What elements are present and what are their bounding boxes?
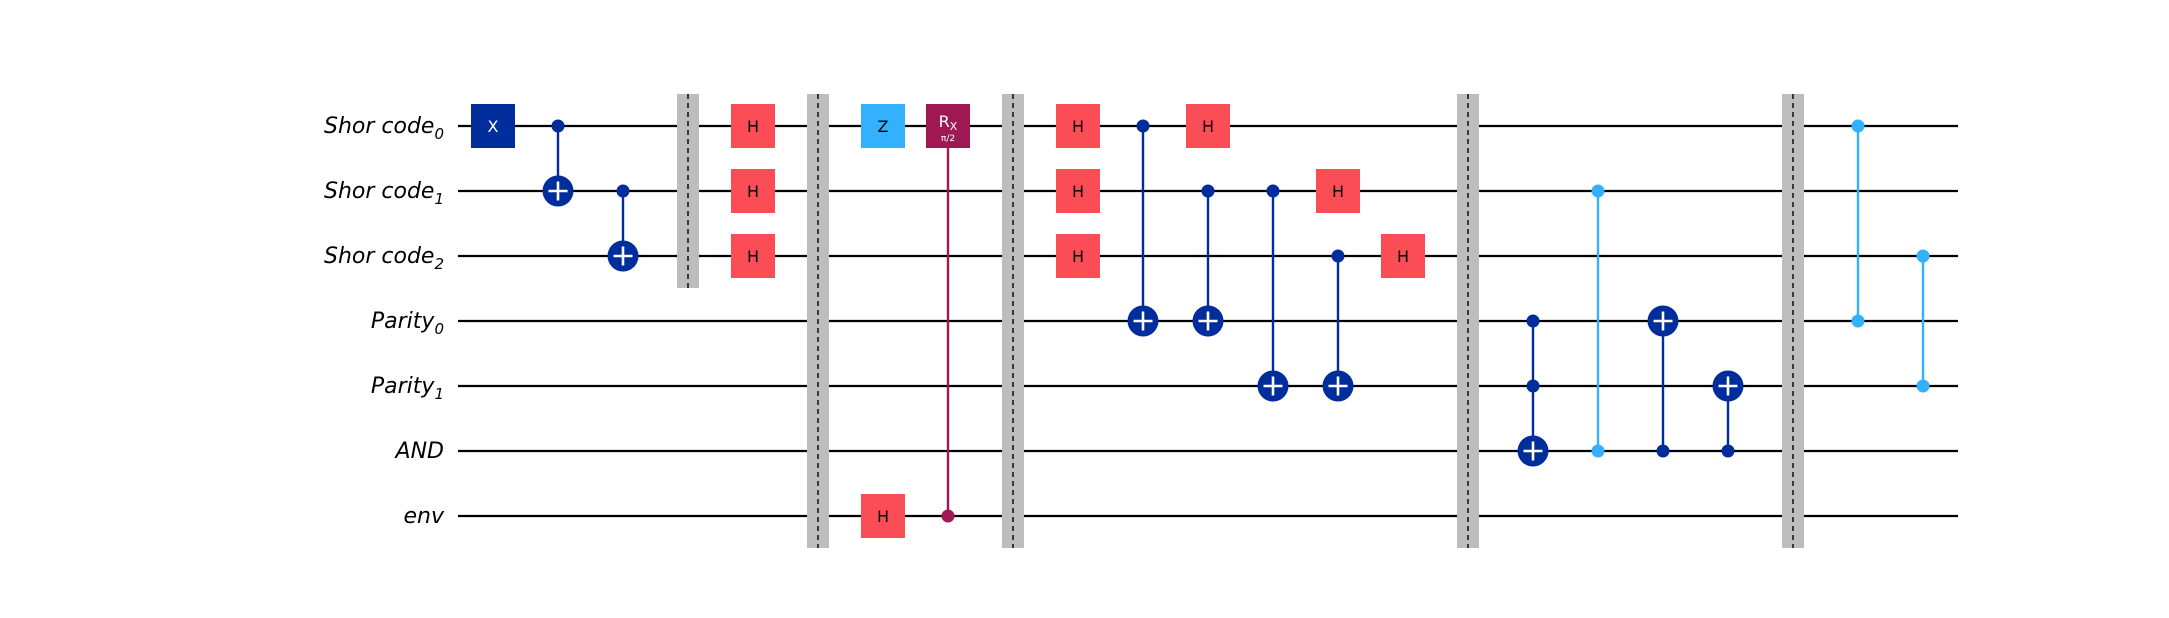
qubit-name: Parity (371, 309, 436, 334)
gate-label: H (1072, 117, 1084, 136)
qubit-label: Shor code0 (324, 114, 444, 143)
z-gate (861, 104, 905, 148)
qubit-label: AND (394, 439, 444, 464)
qubit-name: env (404, 504, 445, 529)
qubit-name: Shor code (324, 179, 434, 204)
qubit-label: Shor code2 (324, 244, 444, 273)
qubit-index: 2 (434, 255, 444, 273)
qubit-index: 1 (434, 385, 444, 403)
control-dot (1201, 184, 1215, 198)
qubit-index: 0 (434, 125, 444, 143)
cz-dot (1851, 314, 1865, 328)
gate-label: H (1202, 117, 1214, 136)
cz-dot (1916, 249, 1930, 263)
qubit-name: Shor code (324, 244, 434, 269)
control-dot (1331, 249, 1345, 263)
h-gate (1056, 234, 1100, 278)
cz-dot (1591, 444, 1605, 458)
cz-dot (1591, 184, 1605, 198)
control-dot (941, 509, 955, 523)
gate-label: H (747, 182, 759, 201)
qubit-index: 0 (434, 320, 444, 338)
h-gate (731, 234, 775, 278)
h-gate (1186, 104, 1230, 148)
qubit-name: AND (394, 439, 444, 464)
gate-label: Z (878, 117, 889, 136)
x-gate (471, 104, 515, 148)
barriers (677, 94, 1804, 548)
qubit-label: Shor code1 (324, 179, 444, 208)
gate-label: H (1072, 247, 1084, 266)
gate-label: X (488, 117, 499, 136)
gate-label: H (747, 247, 759, 266)
control-dot (1656, 444, 1670, 458)
rx-label: RX (939, 112, 958, 133)
control-dot (616, 184, 630, 198)
h-gate (1056, 169, 1100, 213)
h-gate (731, 104, 775, 148)
gate-label: H (747, 117, 759, 136)
control-dot (1526, 379, 1540, 393)
h-gate (1381, 234, 1425, 278)
control-dot (1136, 119, 1150, 133)
qubit-name: Shor code (324, 114, 434, 139)
barrier (677, 94, 699, 288)
cz-dot (1851, 119, 1865, 133)
cz-dot (1916, 379, 1930, 393)
rx-gate (926, 104, 970, 148)
h-gate (1316, 169, 1360, 213)
control-dot (1721, 444, 1735, 458)
qubit-label: Parity0 (371, 309, 444, 338)
qubit-label: env (404, 504, 445, 529)
h-gate (731, 169, 775, 213)
qubit-index: 1 (434, 190, 444, 208)
gate-label: H (1072, 182, 1084, 201)
qubit-name: Parity (371, 374, 436, 399)
gate-label: H (877, 507, 889, 526)
gate-label: H (1397, 247, 1409, 266)
rx-label-main: R (939, 112, 950, 131)
h-gate (1056, 104, 1100, 148)
h-gate (861, 494, 905, 538)
qubit-label: Parity1 (371, 374, 444, 403)
control-dot (1266, 184, 1280, 198)
rx-param: π/2 (941, 134, 955, 144)
rx-label-sub: X (950, 120, 958, 133)
gate-label: H (1332, 182, 1344, 201)
control-dot (551, 119, 565, 133)
control-dot (1526, 314, 1540, 328)
